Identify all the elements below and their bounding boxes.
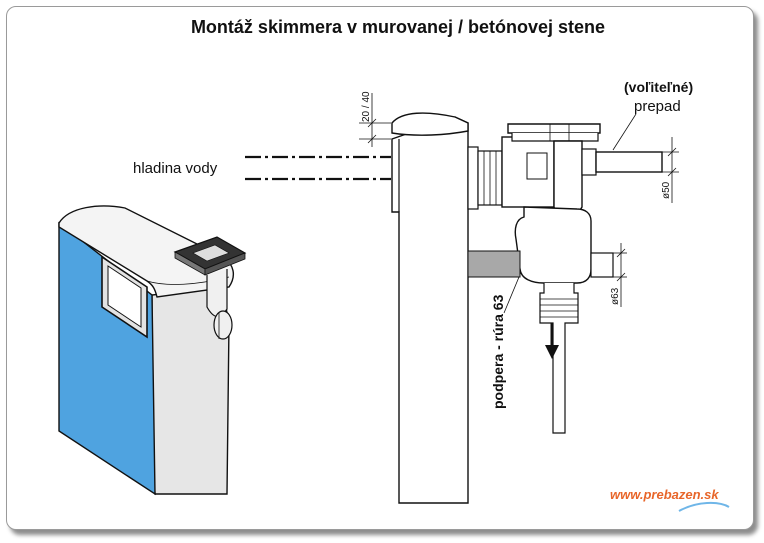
diagram-title: Montáž skimmera v murovanej / betónovej … xyxy=(191,17,605,37)
overflow-label: prepad xyxy=(634,98,681,115)
wall-coping xyxy=(58,205,235,298)
overflow-diameter: ø50 xyxy=(661,181,672,199)
wall-section xyxy=(391,116,469,504)
watermark-text: www.prebazen.sk xyxy=(610,487,719,502)
lip-dimension: 20 / 40 xyxy=(361,91,372,122)
wall-3d-view xyxy=(58,205,247,496)
outlet-diameter: ø63 xyxy=(610,287,621,305)
water-level-label: hladina vody xyxy=(133,160,218,177)
section-view: 20 / 40 hladina vody ø50 xyxy=(133,79,693,504)
outlet-pipe xyxy=(539,283,579,434)
support-pipe xyxy=(467,250,521,278)
support-label: podpera - rúra 63 xyxy=(490,294,506,409)
optional-label: (voľiteľné) xyxy=(624,79,693,95)
overflow-pipe xyxy=(595,151,663,173)
diagram-frame: Montáž skimmera v murovanej / betónovej … xyxy=(6,6,754,530)
skimmer-installation-diagram: Montáž skimmera v murovanej / betónovej … xyxy=(58,17,730,512)
skimmer-lower-chamber xyxy=(514,206,592,284)
watermark: www.prebazen.sk xyxy=(610,487,730,512)
coping-section xyxy=(391,112,469,136)
